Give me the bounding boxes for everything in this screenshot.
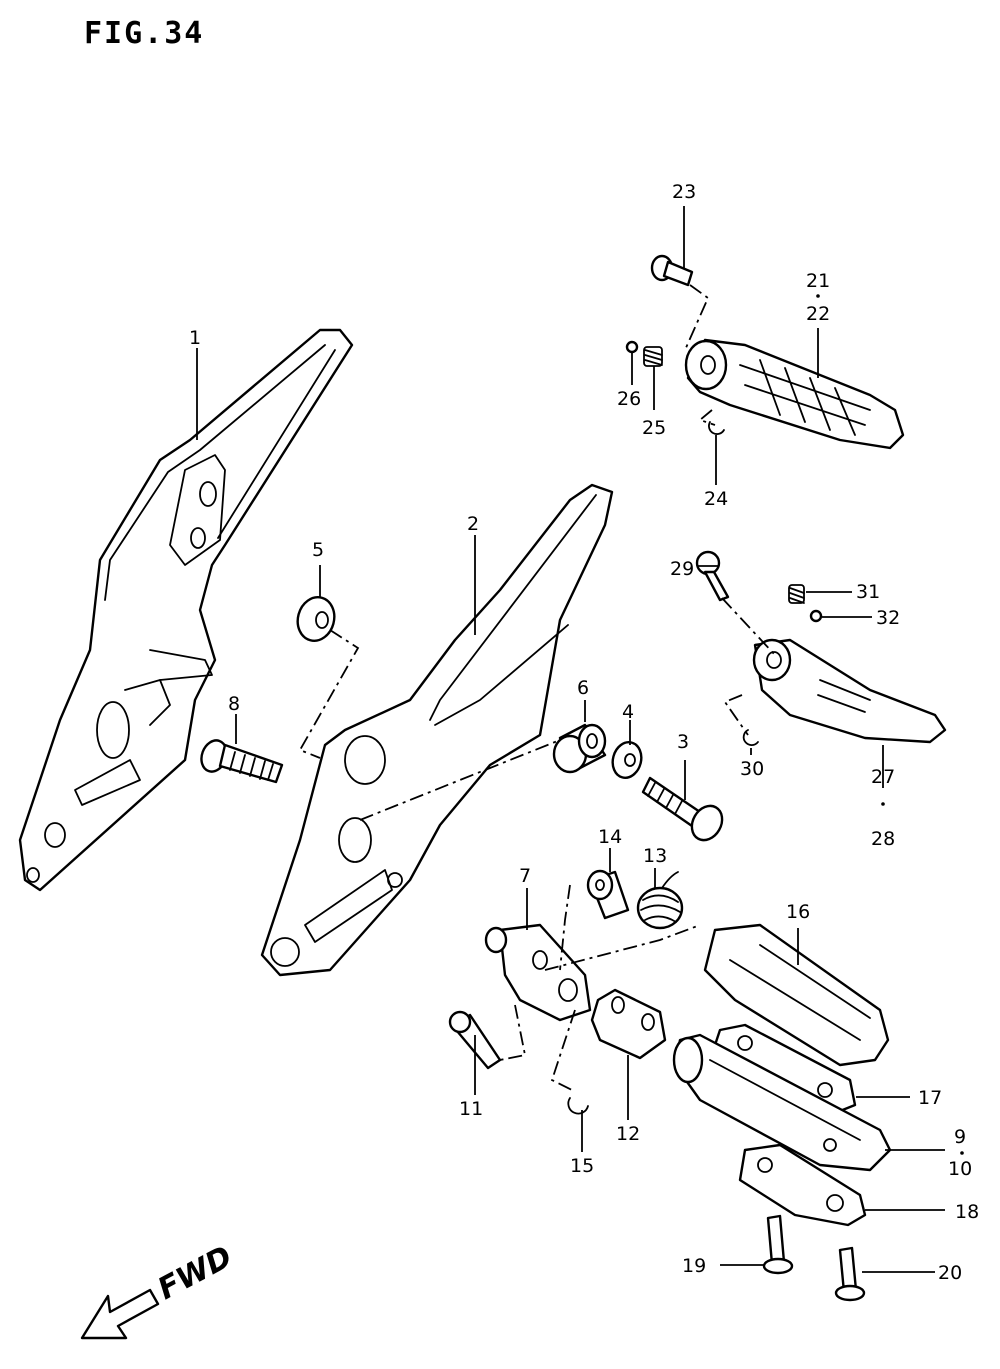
part-23-bolt [650, 254, 694, 287]
leader-lines [196, 206, 945, 1273]
callout-14: 14 [598, 826, 622, 848]
callout-19: 19 [682, 1255, 706, 1277]
fwd-arrow-icon [80, 1288, 160, 1340]
callout-23: 23 [672, 181, 696, 203]
callout-29: 29 [670, 558, 694, 580]
callout-13: 13 [643, 845, 667, 867]
callout-26: 26 [617, 388, 641, 410]
callout-7: 7 [519, 865, 531, 887]
part-16-rubber [703, 923, 890, 1067]
callout-6: 6 [577, 677, 589, 699]
callout-9: 9 [954, 1126, 966, 1148]
part-3-bolt [641, 776, 724, 842]
callout-16: 16 [786, 901, 810, 923]
callout-15: 15 [570, 1155, 594, 1177]
part-24-clip [708, 421, 725, 435]
callout-32: 32 [876, 607, 900, 629]
part-12-bracket [590, 988, 667, 1060]
part-25-spring [643, 346, 663, 367]
part-5-washer [296, 596, 336, 642]
part-31-spring [788, 584, 805, 604]
part-2-bracket-center [260, 483, 614, 977]
callouts: 1 2 3 4 5 6 7 8 9 10 11 12 13 14 15 16 1… [189, 181, 979, 1284]
callout-10: 10 [948, 1158, 972, 1180]
fwd-label: FWD [152, 1239, 238, 1307]
figure-title: FIG.34 [84, 16, 205, 51]
part-20-screw [834, 1246, 866, 1302]
part-15-clip [567, 1097, 589, 1115]
part-29-pin [695, 550, 730, 602]
assembly-lines [298, 284, 776, 1091]
part-19-screw [762, 1214, 794, 1275]
callout-4: 4 [622, 701, 634, 723]
callout-24: 24 [704, 488, 728, 510]
callout-25: 25 [642, 417, 666, 439]
callout-22: 22 [806, 303, 830, 325]
callout-11: 11 [459, 1098, 483, 1120]
part-14-collar [586, 869, 630, 920]
callout-20: 20 [938, 1262, 962, 1284]
part-13-spring [636, 871, 684, 930]
callout-1: 1 [189, 327, 201, 349]
callout-28: 28 [871, 828, 895, 850]
part-1-bracket-left [18, 328, 354, 892]
part-9-10-footrest-front [672, 1033, 892, 1172]
callout-separators [816, 294, 964, 1155]
part-6-collar [552, 723, 607, 774]
part-7-holder [484, 923, 592, 1022]
callout-21: 21 [806, 270, 830, 292]
callout-3: 3 [677, 731, 689, 753]
part-8-bolt [200, 739, 284, 784]
callout-27: 27 [871, 766, 895, 788]
callout-2: 2 [467, 513, 479, 535]
part-11-pin [448, 1010, 502, 1070]
part-27-28-step [752, 638, 947, 744]
callout-12: 12 [616, 1123, 640, 1145]
part-18-bracket [738, 1143, 867, 1227]
callout-31: 31 [856, 581, 880, 603]
callout-30: 30 [740, 758, 764, 780]
part-21-22-footrest-rear [684, 338, 905, 450]
callout-5: 5 [312, 539, 324, 561]
part-32-ball [809, 609, 823, 623]
callout-8: 8 [228, 693, 240, 715]
part-26-ball [625, 340, 639, 354]
fwd-indicator: FWD [80, 1239, 238, 1340]
callout-18: 18 [955, 1201, 979, 1223]
callout-17: 17 [918, 1087, 942, 1109]
part-4-washer [611, 741, 643, 779]
